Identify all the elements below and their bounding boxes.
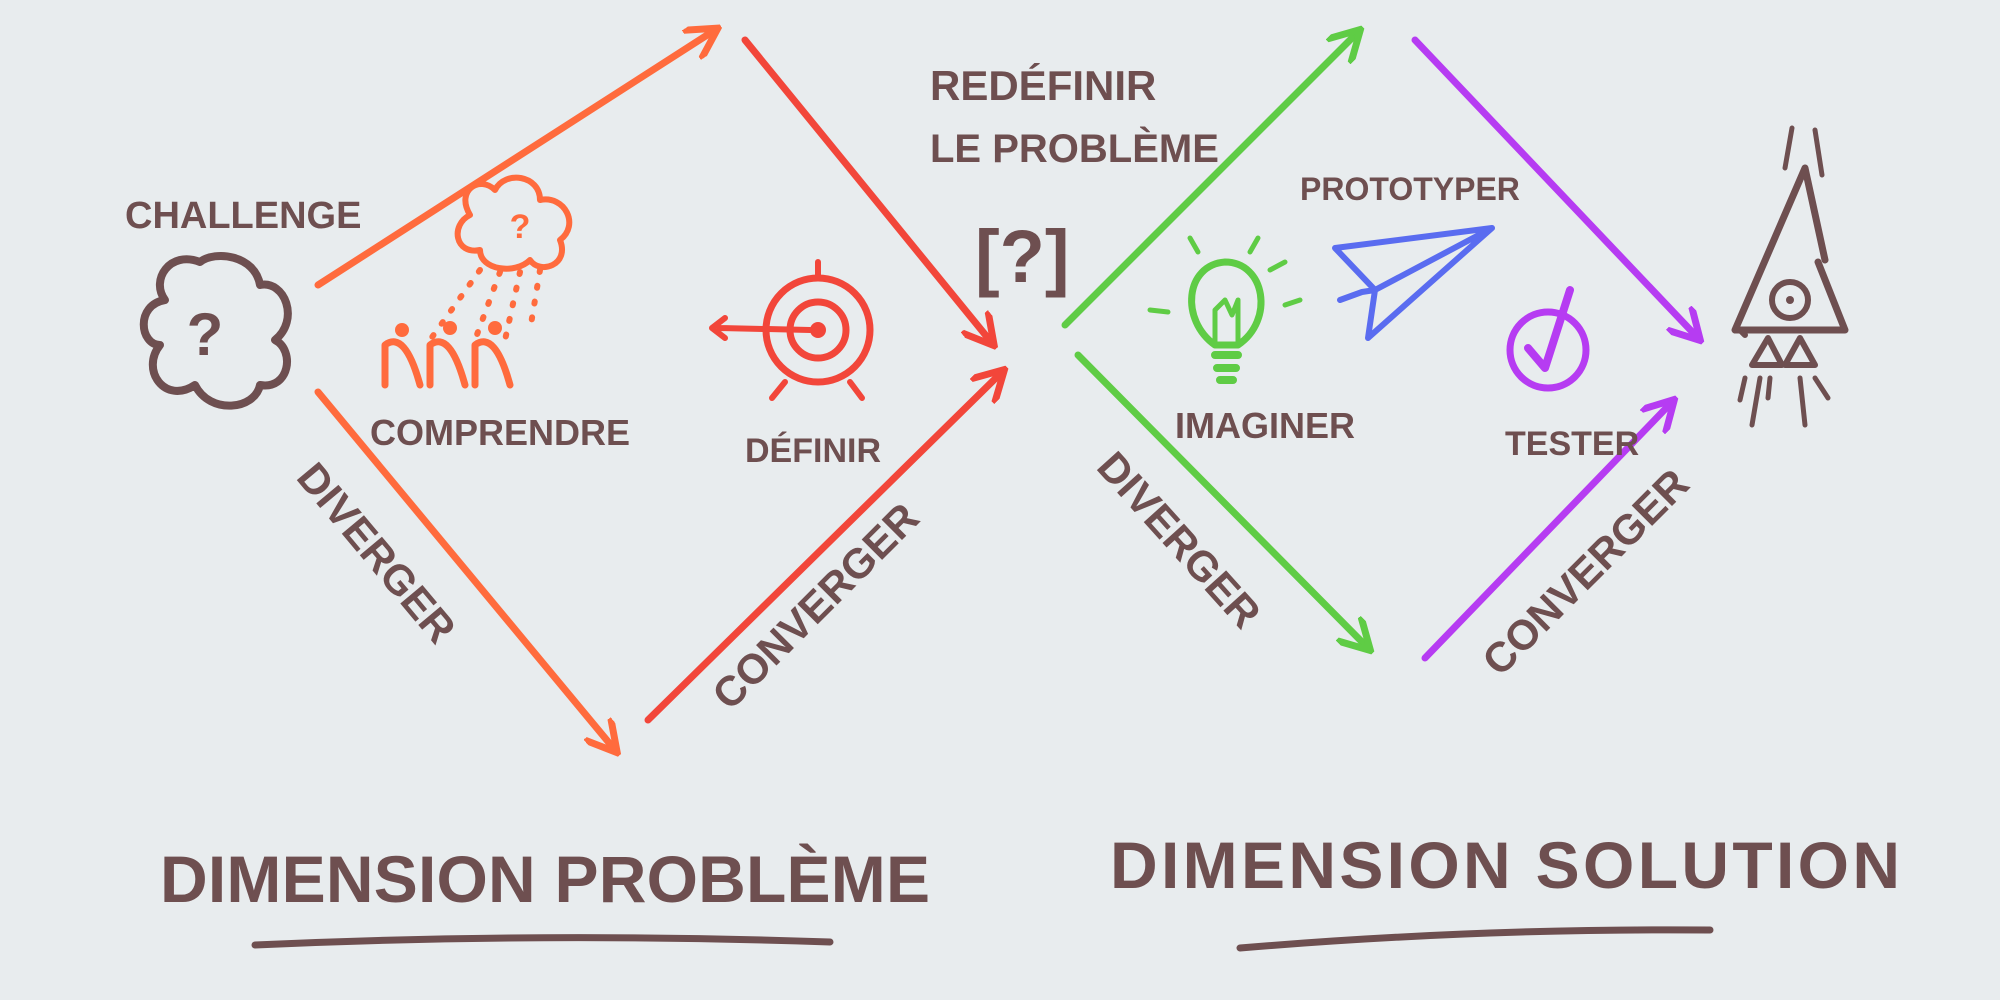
- definir-label: DÉFINIR: [745, 432, 881, 470]
- challenge-label: CHALLENGE: [125, 195, 361, 237]
- solution-converge-down-arrow: [1411, 36, 1698, 338]
- problem-diverger-label: DIVERGER: [288, 454, 465, 652]
- comprendre-label: COMPRENDRE: [370, 412, 630, 453]
- target-icon: [709, 259, 874, 401]
- check-circle-icon: [1506, 286, 1590, 392]
- solution-diamond: [1061, 32, 1698, 662]
- lightbulb-icon: [1147, 235, 1303, 384]
- diverge-down-arrow: [314, 388, 615, 750]
- challenge-cloud-icon: ?: [139, 252, 292, 410]
- le-probleme-label: LE PROBLÈME: [930, 126, 1219, 171]
- converge-up-arrow: [644, 372, 1002, 724]
- solution-diverge-down-arrow: [1074, 351, 1368, 648]
- paper-plane-icon: [1332, 225, 1495, 341]
- imaginer-label: IMAGINER: [1175, 405, 1355, 446]
- diverge-up-arrow: [314, 30, 715, 289]
- svg-text:?: ?: [187, 301, 224, 368]
- solution-converge-up-arrow: [1421, 402, 1672, 662]
- tester-label: TESTER: [1505, 425, 1639, 463]
- solution-diverge-up-arrow: [1061, 32, 1358, 329]
- prototyper-label: PROTOTYPER: [1300, 171, 1520, 207]
- problem-diamond: [314, 30, 1002, 750]
- solution-diverger-label: DIVERGER: [1088, 443, 1270, 637]
- converge-down-arrow: [741, 36, 992, 343]
- svg-text:?: ?: [510, 208, 531, 246]
- problem-converger-label: CONVERGER: [703, 494, 928, 719]
- dimension-solution-title: DIMENSION SOLUTION: [1110, 828, 1900, 902]
- solution-underline: [1236, 926, 1714, 952]
- research-people-icon: ?: [381, 174, 573, 389]
- dimension-probleme-title: DIMENSION PROBLÈME: [160, 842, 930, 916]
- probleme-underline: [251, 934, 834, 949]
- redefinir-label: REDÉFINIR: [930, 62, 1156, 109]
- rocket-icon: [1731, 125, 1849, 428]
- question-bracket: [?]: [975, 215, 1070, 298]
